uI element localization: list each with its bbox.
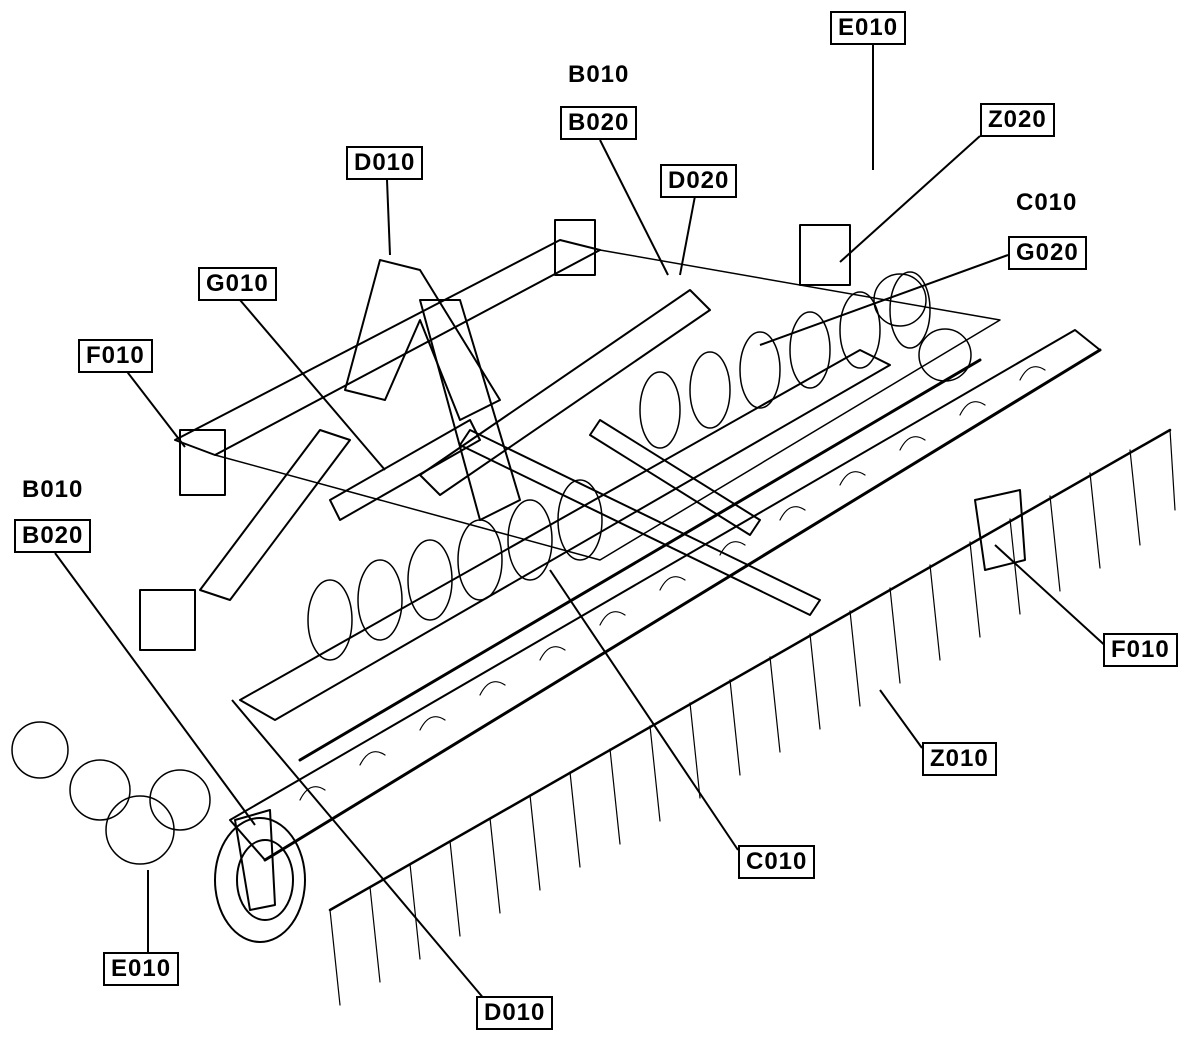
label-g020: G020 (1008, 236, 1087, 270)
label-b010-top: B010 (568, 61, 630, 88)
diagonal-drawbar-2 (589, 419, 761, 536)
label-f010-right: F010 (1103, 633, 1178, 667)
label-c010-bottom: C010 (738, 845, 816, 879)
hydraulic-block-left (139, 589, 196, 651)
drawbar-arm (419, 299, 521, 521)
front-tube (298, 358, 982, 762)
label-b020-left: B020 (14, 519, 92, 553)
second-cylinder (329, 419, 481, 521)
label-g010: G010 (198, 267, 277, 301)
disc-row-rear (307, 271, 931, 661)
top-cylinder (419, 289, 711, 496)
side-bracket (974, 489, 1026, 571)
diagonal-drawbar (459, 429, 821, 616)
roller-rings (299, 366, 1046, 801)
label-d010-top: D010 (346, 146, 424, 180)
label-b020-top: B020 (560, 106, 638, 140)
label-d020: D020 (660, 164, 738, 198)
label-z020: Z020 (980, 103, 1055, 137)
lighting-board-rear (554, 219, 596, 276)
depth-wheel (214, 809, 306, 943)
label-d010-bottom: D010 (476, 996, 554, 1030)
roller-bottom-edge (263, 348, 1102, 862)
label-f010-left: F010 (78, 339, 153, 373)
label-z010: Z010 (922, 742, 997, 776)
lighting-board-left (179, 429, 226, 496)
side-discs-left (11, 721, 211, 865)
hydraulic-block-right (799, 224, 851, 286)
harrow-tines (329, 429, 1176, 1006)
label-e010-top: E010 (830, 11, 907, 45)
side-discs-right (873, 273, 972, 382)
main-roller (229, 329, 1101, 861)
label-b010-left: B010 (22, 476, 84, 503)
harrow-bar (328, 428, 1172, 912)
label-c010-top: C010 (1016, 189, 1078, 216)
leader-lines (54, 43, 1111, 1001)
tower-brace (199, 429, 351, 601)
label-e010-bottom: E010 (103, 952, 180, 986)
rear-frame-beam-2 (214, 249, 1001, 561)
drawbar-tower (344, 259, 501, 421)
cross-beam (239, 349, 891, 721)
